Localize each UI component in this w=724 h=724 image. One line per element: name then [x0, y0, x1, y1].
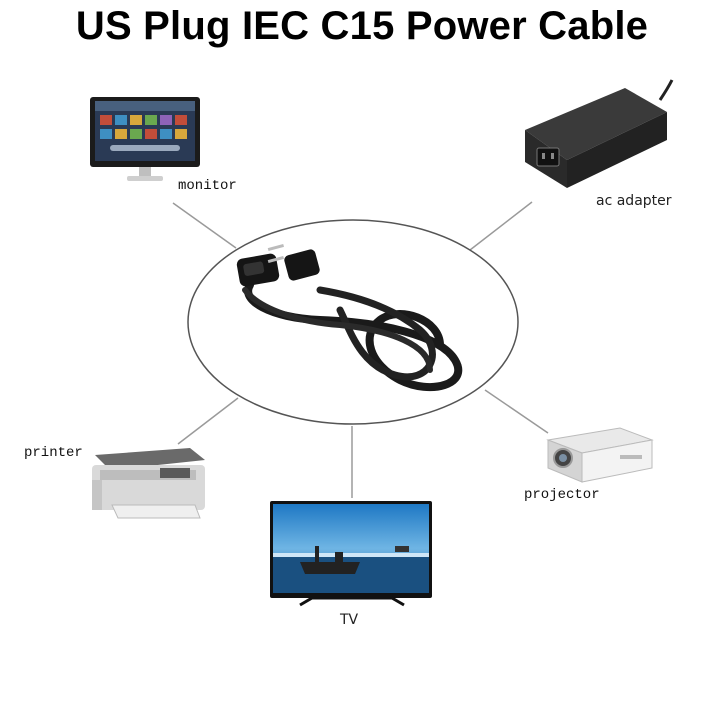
- printer-icon: [92, 448, 205, 519]
- tv-icon: [270, 501, 432, 607]
- page-title: US Plug IEC C15 Power Cable: [75, 4, 649, 48]
- projector-icon: [546, 427, 654, 483]
- connector-lines: [172, 201, 549, 498]
- tv-label: TV: [340, 612, 359, 628]
- power-cable-icon: [236, 243, 463, 391]
- line-printer: [177, 397, 239, 445]
- ac-adapter-icon: [525, 79, 674, 188]
- printer-label: printer: [24, 445, 83, 461]
- ac-adapter-label: ac adapter: [596, 193, 672, 209]
- monitor-label: monitor: [178, 178, 237, 194]
- line-projector: [484, 389, 549, 434]
- line-ac-adapter: [469, 201, 533, 251]
- monitor-icon: [90, 97, 200, 181]
- projector-label: projector: [524, 487, 600, 503]
- line-monitor: [172, 202, 237, 249]
